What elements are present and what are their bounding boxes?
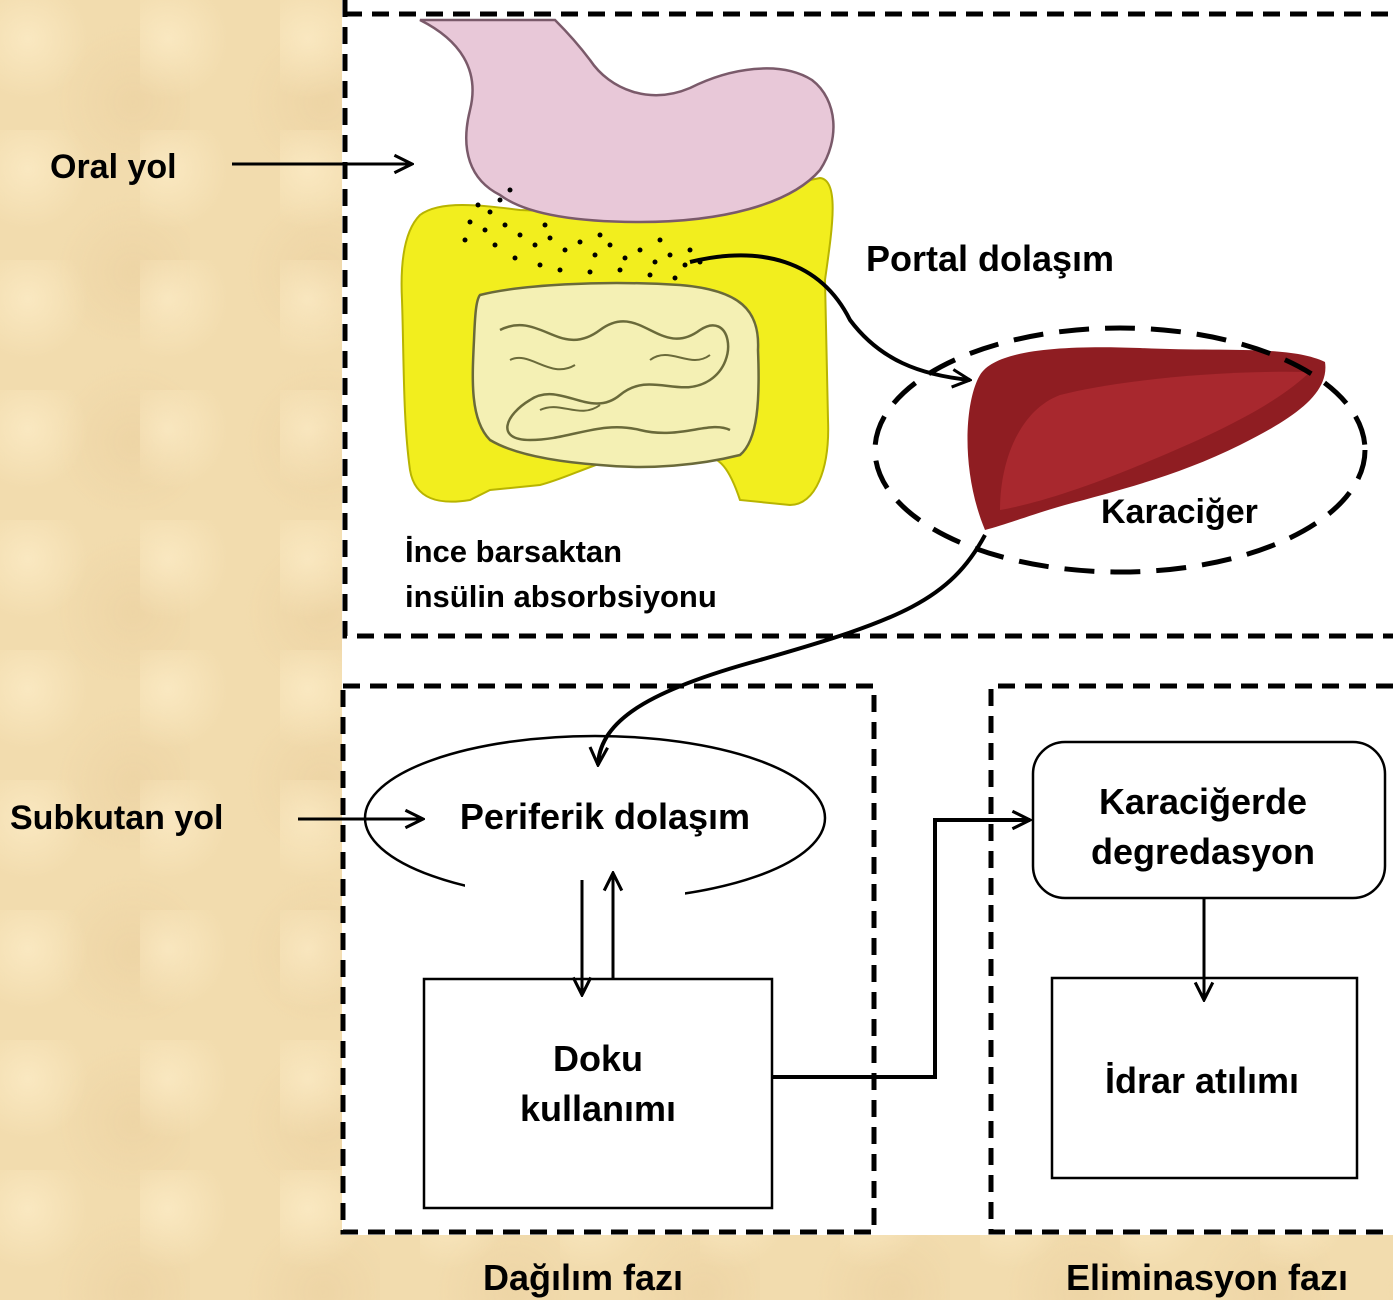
- liver-degradation-label-1: Karaciğerde: [1099, 781, 1307, 822]
- tissue-use-label-1: Doku: [553, 1038, 643, 1079]
- intestine-absorption-label-1: İnce barsaktan: [405, 534, 622, 569]
- urine-excretion-label: İdrar atılımı: [1105, 1060, 1299, 1101]
- intestine-absorption-label-2: insülin absorbsiyonu: [405, 579, 717, 614]
- ellipse-gap: [465, 855, 685, 915]
- liver-degradation-label-2: degredasyon: [1091, 831, 1315, 872]
- distribution-phase-label: Dağılım fazı: [483, 1257, 683, 1298]
- elimination-phase-label: Eliminasyon fazı: [1066, 1257, 1348, 1298]
- tissue-use-label-2: kullanımı: [520, 1088, 676, 1129]
- liver-label: Karaciğer: [1101, 493, 1258, 531]
- oral-route-label: Oral yol: [50, 148, 177, 186]
- portal-circulation-label: Portal dolaşım: [866, 238, 1114, 279]
- subcutaneous-route-label: Subkutan yol: [10, 799, 223, 837]
- peripheral-circulation-label: Periferik dolaşım: [460, 796, 750, 837]
